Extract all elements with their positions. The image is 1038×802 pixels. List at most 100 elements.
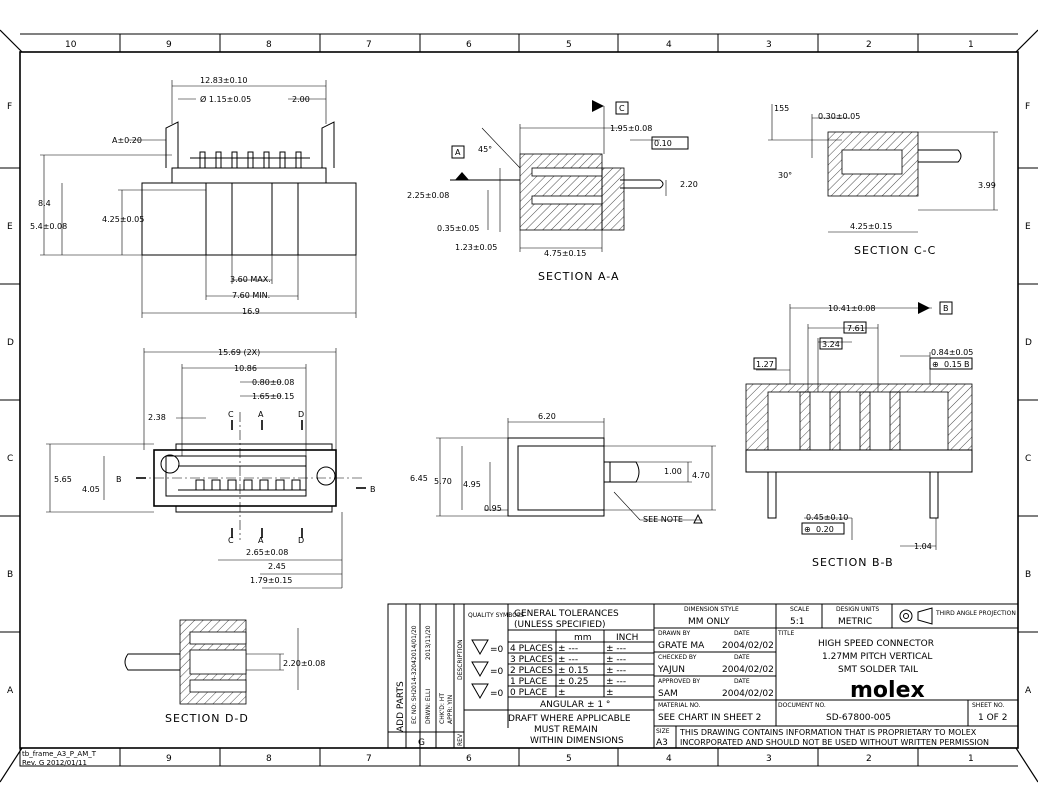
dim-dia-1-15: Ø 1.15±0.05 xyxy=(200,94,251,104)
dim-2-20: 2.20±0.08 xyxy=(283,659,325,668)
dim-7-61: 7.61 xyxy=(847,324,865,333)
places-4: 4 PLACES xyxy=(510,644,553,654)
draft-line-3: WITHIN DIMENSIONS xyxy=(530,736,624,746)
molex-logo: molex xyxy=(850,678,925,703)
projection-label: THIRD ANGLE PROJECTION xyxy=(935,610,1016,617)
dim-1-95: 1.95±0.08 xyxy=(610,124,652,133)
zone-bottom-1: 1 xyxy=(968,754,974,764)
zone-left-D: D xyxy=(7,338,14,348)
places-3: 3 PLACES xyxy=(510,655,553,665)
zone-top-6: 6 xyxy=(466,40,472,50)
scale-label: SCALE xyxy=(790,606,809,613)
view-front: 12.83±0.10 Ø 1.15±0.05 2.00 A±0.20 8.4 5… xyxy=(30,76,357,318)
approved-date-label: DATE xyxy=(734,678,750,685)
zone-right-F: F xyxy=(1025,102,1030,112)
drawn-date-label: DATE xyxy=(734,630,750,637)
dim-0-45: 0.45±0.10 xyxy=(806,513,848,522)
dim-2-20: 2.20 xyxy=(680,180,698,189)
note-triangle-icon xyxy=(693,513,703,524)
section-mark-a-top: A xyxy=(258,410,264,419)
position-tolerance-0-15: 0.15 xyxy=(944,360,962,369)
dim-4-25: 4.25±0.15 xyxy=(850,222,892,231)
places-1: 1 PLACE xyxy=(510,677,548,687)
material-label: MATERIAL NO. xyxy=(658,702,701,709)
rev-date-2: 2013/11/20 xyxy=(425,625,432,660)
zone-top-5: 5 xyxy=(566,40,572,50)
zone-bottom-3: 3 xyxy=(766,754,772,764)
zone-top-8: 8 xyxy=(266,40,272,50)
zone-right-E: E xyxy=(1025,222,1031,232)
zone-left-B: B xyxy=(7,570,13,580)
zone-bottom-9: 9 xyxy=(166,754,172,764)
scale-value: 5:1 xyxy=(790,617,804,627)
zone-bottom-2: 2 xyxy=(866,754,872,764)
dim-10-86: 10.86 xyxy=(234,364,257,373)
dim-1-65: 1.65±0.15 xyxy=(252,392,294,401)
dim-2-00: 2.00 xyxy=(292,95,310,104)
checked-by-label: CHECKED BY xyxy=(658,654,697,661)
section-d-d: 2.20±0.08 SECTION D-D xyxy=(124,619,325,725)
zone-bottom-8: 8 xyxy=(266,754,272,764)
revision-block: ADD PARTS EC NO: SH2014-3204 DRWN: ELLI … xyxy=(387,603,465,749)
dim-16-9: 16.9 xyxy=(242,307,260,316)
approved-date: 2004/02/02 xyxy=(722,689,774,699)
dim-1-79: 1.79±0.15 xyxy=(250,576,292,585)
zone-bottom-6: 6 xyxy=(466,754,472,764)
datum-c: C xyxy=(619,104,625,113)
datum-a: A xyxy=(455,148,461,157)
tolerance-block: QUALITY SYMBOLS GENERAL TOLERANCES (UNLE… xyxy=(463,603,655,749)
dim-6-20: 6.20 xyxy=(538,412,556,421)
drawn-by-label: DRAWN BY xyxy=(658,630,690,637)
dim-7-60-min: 7.60 MIN. xyxy=(232,291,270,300)
zone-left-A: A xyxy=(7,686,14,696)
draft-line-2: MUST REMAIN xyxy=(534,725,598,735)
mm-val-2: ± 0.15 xyxy=(558,666,588,676)
design-units: METRIC xyxy=(838,617,872,627)
dim-15-69-2x: 15.69 (2X) xyxy=(218,348,260,357)
quality-label: QUALITY SYMBOLS xyxy=(468,612,524,619)
svg-text:=0: =0 xyxy=(490,689,504,699)
inch-val-3: ± --- xyxy=(606,655,626,665)
view-plan: 15.69 (2X) 10.86 0.80±0.08 1.65±0.15 2.3… xyxy=(46,348,376,589)
dim-3-60-max: 3.60 MAX. xyxy=(230,275,271,284)
section-a-a-caption: SECTION A-A xyxy=(538,270,620,283)
general-tolerances: GENERAL TOLERANCES xyxy=(514,609,619,619)
dim-8-4: 8.4 xyxy=(38,199,51,208)
proprietary-line-1: THIS DRAWING CONTAINS INFORMATION THAT I… xyxy=(679,728,977,737)
angular-tolerance: ANGULAR ± 1 ° xyxy=(540,700,610,710)
svg-text:=0: =0 xyxy=(490,667,504,677)
checked-by: YAJUN xyxy=(657,665,685,675)
drawn-initials: DRWN: ELLI xyxy=(425,689,432,724)
dim-3-24: 3.24 xyxy=(822,340,840,349)
position-tolerance-0-20: 0.20 xyxy=(816,525,834,534)
approved-by-label: APPROVED BY xyxy=(658,678,700,685)
dim-1-27: 1.27 xyxy=(756,360,774,369)
zone-right-A: A xyxy=(1025,686,1032,696)
position-datum-b: B xyxy=(964,360,970,369)
dim-2-25: 2.25±0.08 xyxy=(407,191,449,200)
title-label: TITLE xyxy=(777,630,794,637)
inch-header: INCH xyxy=(616,633,638,643)
document-number: SD-67800-005 xyxy=(826,713,891,723)
third-angle-projection-icon xyxy=(899,607,933,625)
dim-4-75: 4.75±0.15 xyxy=(544,249,586,258)
dim-0-80: 0.80±0.08 xyxy=(252,378,294,387)
title-line-1: HIGH SPEED CONNECTOR xyxy=(818,639,934,649)
rev-letter: G xyxy=(418,738,425,748)
zone-left-E: E xyxy=(7,222,13,232)
svg-text:=0: =0 xyxy=(490,645,504,655)
drawn-by: GRATE MA xyxy=(658,641,705,651)
zone-right-C: C xyxy=(1025,454,1031,464)
description-label: DESCRIPTION xyxy=(457,639,464,680)
design-units-label: DESIGN UNITS xyxy=(836,606,879,613)
position-icon-lower: ⊕ xyxy=(804,525,811,534)
approved-initials: APPR: YIN xyxy=(447,695,454,724)
dim-30-deg: 30° xyxy=(778,171,792,180)
title-block-right: SCALE 5:1 DESIGN UNITS METRIC THIRD ANGL… xyxy=(775,603,1019,727)
zone-top-3: 3 xyxy=(766,40,772,50)
section-c-c-caption: SECTION C-C xyxy=(854,244,936,257)
dim-2-38: 2.38 xyxy=(148,413,166,422)
dim-a-0-20: A±0.20 xyxy=(112,136,142,145)
title-line-2: 1.27MM PITCH VERTICAL xyxy=(822,652,932,662)
zone-right-D: D xyxy=(1025,338,1032,348)
